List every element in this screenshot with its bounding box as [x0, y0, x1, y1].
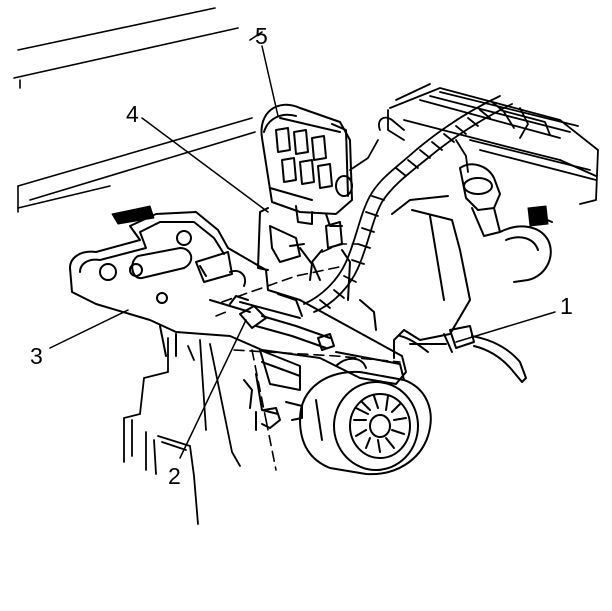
- callout-4: 4: [126, 101, 139, 127]
- callout-3: 3: [30, 343, 43, 369]
- callout-numbers: 1 2 3 4 5: [30, 23, 573, 489]
- ac-compressor: [243, 349, 432, 476]
- sensor-connector: [229, 207, 377, 351]
- leader-line-5: [261, 45, 279, 117]
- callout-2: 2: [168, 463, 181, 489]
- cowl-lines: [13, 7, 263, 213]
- wiring-harness: [303, 95, 529, 313]
- callout-1: 1: [560, 293, 573, 319]
- throttle-body: [391, 163, 553, 359]
- callout-5: 5: [255, 23, 268, 49]
- lower-brackets: [123, 337, 241, 525]
- generator: [260, 103, 353, 227]
- leader-line-3: [49, 309, 129, 349]
- leader-line-2: [179, 319, 247, 459]
- mount-bracket: [69, 205, 407, 385]
- phantom-lines: [215, 243, 401, 471]
- leader-line-4: [141, 117, 269, 213]
- oxygen-sensor: [399, 325, 527, 383]
- leader-lines: [49, 45, 556, 459]
- leader-line-1: [455, 311, 556, 343]
